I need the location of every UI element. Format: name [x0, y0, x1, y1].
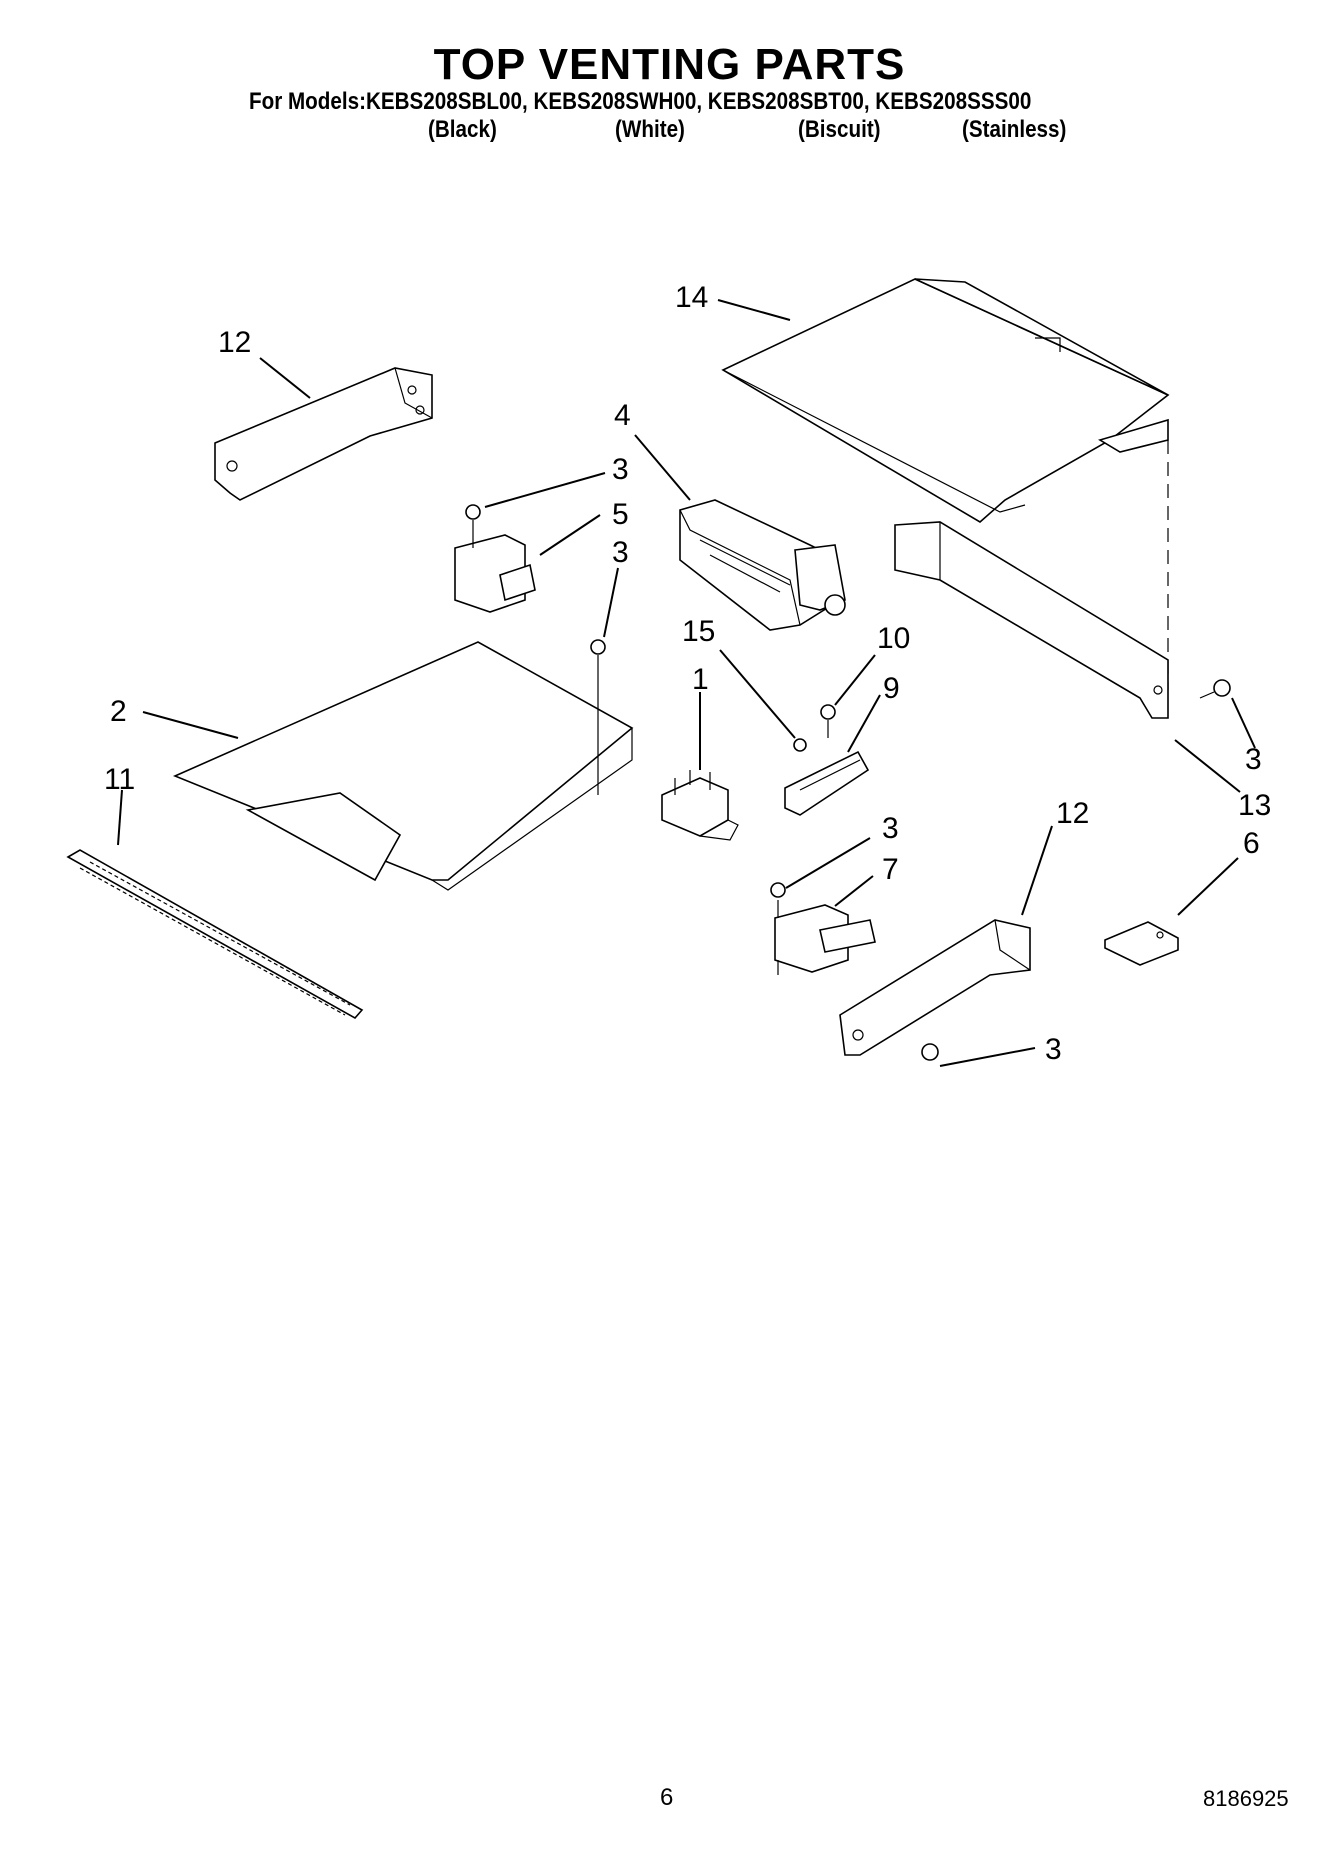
models-line: For Models:KEBS208SBL00, KEBS208SWH00, K… [249, 88, 1032, 115]
part-3-screw-rear [1213, 679, 1231, 697]
part-15-nut [793, 738, 807, 752]
part-3-screw-lower [770, 882, 786, 898]
callout-12-lower: 12 [1056, 797, 1089, 830]
part-2-cover-panel [172, 641, 634, 891]
part-5-relay [454, 504, 536, 613]
callout-3-upper: 3 [612, 453, 629, 486]
finish-biscuit: (Biscuit) [798, 116, 881, 143]
part-4-vent-motor [679, 499, 846, 631]
part-11-trim-strip [66, 849, 364, 1020]
callout-1: 1 [692, 663, 709, 696]
part-10-screw [820, 704, 836, 720]
part-3-screw-center [590, 639, 606, 670]
callout-15: 15 [682, 615, 715, 648]
callout-11: 11 [104, 763, 135, 796]
finish-white: (White) [615, 116, 685, 143]
callout-5: 5 [612, 498, 629, 531]
callout-3-rear: 3 [1245, 743, 1262, 776]
callout-14: 14 [675, 281, 708, 314]
part-3-screw-bracket [921, 1043, 939, 1061]
finish-black: (Black) [428, 116, 497, 143]
document-number: 8186925 [1203, 1786, 1289, 1811]
callout-labels: 14 12 4 3 5 3 15 10 9 1 2 11 3 13 6 12 3… [104, 281, 1271, 1066]
callout-10: 10 [877, 622, 910, 655]
callout-2: 2 [110, 695, 127, 728]
finish-stainless: (Stainless) [962, 116, 1067, 143]
page-title: TOP VENTING PARTS [433, 40, 906, 89]
callout-3-bracket: 3 [1045, 1033, 1062, 1066]
part-12-bracket-top [214, 367, 433, 501]
part-12-bracket-lower [839, 919, 1031, 1061]
part-7-transformer [770, 882, 876, 975]
page-number: 6 [660, 1784, 674, 1811]
part-9-terminal-block [784, 704, 870, 816]
part-1-relay [661, 770, 739, 841]
callout-9: 9 [883, 672, 900, 705]
callout-3-center: 3 [612, 536, 629, 569]
callout-4: 4 [614, 399, 631, 432]
callout-3-lower: 3 [882, 812, 899, 845]
callout-13: 13 [1238, 789, 1271, 822]
leader-lines [117, 299, 1256, 1067]
callout-12-top: 12 [218, 326, 251, 359]
part-14-vent-cover [721, 278, 1170, 690]
callout-7: 7 [882, 853, 899, 886]
part-13-rear-bracket [894, 521, 1231, 719]
callout-6: 6 [1243, 827, 1260, 860]
part-6-clip [1104, 921, 1179, 966]
